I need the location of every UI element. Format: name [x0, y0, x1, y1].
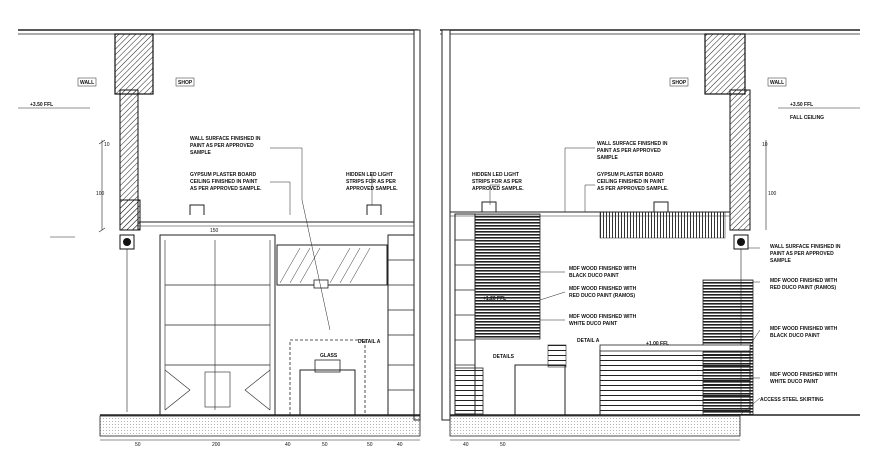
shop-tag-right: SHOP — [672, 80, 687, 86]
detail-a-tag-right: DETAIL A — [577, 338, 600, 344]
glass-panel — [276, 244, 388, 286]
note-right-5-l2: BLACK DUCO PAINT — [569, 273, 619, 279]
note-right-11-l1: ACCESS STEEL SKIRTING — [760, 397, 824, 403]
bottom-dim-2: 200 — [212, 442, 221, 448]
bottom-dim-6: 40 — [397, 442, 403, 448]
note-left-2-l3: AS PER APPROVED SAMPLE. — [190, 186, 262, 192]
shop-tag-left: SHOP — [178, 80, 193, 86]
note-right-2-l2: STRIPS FOR AS PER — [472, 179, 522, 185]
left-wall-right — [441, 29, 451, 421]
wall-tag-left: WALL — [80, 80, 94, 86]
note-left-1-l3: SAMPLE — [190, 150, 212, 156]
note-right-9-l1: MDF WOOD FINISHED WITH — [770, 326, 838, 332]
level-small-right: +1.20 FFL — [483, 296, 506, 302]
level-mark-right: +3.50 FFL — [790, 102, 813, 108]
note-right-2-l3: APPROVED SAMPLE. — [472, 186, 524, 192]
bottom-dim-3: 40 — [285, 442, 291, 448]
bottom-dim-1: 50 — [135, 442, 141, 448]
note-right-9-l2: BLACK DUCO PAINT — [770, 333, 820, 339]
left-section — [18, 29, 421, 441]
note-right-7-l1: MDF WOOD FINISHED WITH — [770, 278, 838, 284]
details-tag-right: DETAILS — [493, 354, 515, 360]
striped-panel-left — [474, 213, 541, 340]
note-right-3-l2: CEILING FINISHED IN PAINT — [597, 179, 664, 185]
note-left-2-l1: GYPSUM PLASTER BOARD — [190, 172, 257, 178]
column — [114, 33, 154, 95]
note-right-3-l1: GYPSUM PLASTER BOARD — [597, 172, 664, 178]
note-right-8-l1: MDF WOOD FINISHED WITH — [569, 314, 637, 320]
note-right-7-l2: RED DUCO PAINT (RAMOS) — [770, 285, 836, 291]
top-dim-left: 150 — [210, 228, 219, 234]
detail-tag-left: DETAIL A — [358, 339, 381, 345]
note-right-4-l2: PAINT AS PER APPROVED — [770, 251, 834, 257]
note-right-4-l3: SAMPLE — [770, 258, 792, 264]
bottom-dim-4: 50 — [322, 442, 328, 448]
note-right-2-l1: HIDDEN LED LIGHT — [472, 172, 519, 178]
note-left-1-l2: PAINT AS PER APPROVED — [190, 143, 254, 149]
right-section — [440, 29, 860, 441]
right-wall — [413, 29, 421, 421]
counter-level: +1.00 FFL — [646, 341, 669, 347]
note-right-10-l2: WHITE DUCO PAINT — [770, 379, 818, 385]
reception-counter — [599, 349, 751, 416]
note-right-10-l1: MDF WOOD FINISHED WITH — [770, 372, 838, 378]
bottom-dim-5: 50 — [367, 442, 373, 448]
side-dim-left-1: 10 — [104, 142, 110, 148]
side-dim-right-2: 100 — [768, 191, 777, 197]
note-left-3-l2: STRIPS FOR AS PER — [346, 179, 396, 185]
bottom-dim-right-1: 40 — [463, 442, 469, 448]
note-right-4-l1: WALL SURFACE FINISHED IN — [770, 244, 841, 250]
level-sub-right: FALL CEILING — [790, 115, 824, 121]
note-right-8-l2: WHITE DUCO PAINT — [569, 321, 617, 327]
level-mark-left: +3.50 FFL — [30, 102, 53, 108]
note-right-1-l1: WALL SURFACE FINISHED IN — [597, 141, 668, 147]
note-left-2-l2: CEILING FINISHED IN PAINT — [190, 179, 257, 185]
note-right-6-l2: RED DUCO PAINT (RAMOS) — [569, 293, 635, 299]
note-left-3-l3: APPROVED SAMPLE. — [346, 186, 398, 192]
bottom-dim-right-2: 50 — [500, 442, 506, 448]
side-dim-right-1: 10 — [762, 142, 768, 148]
note-right-1-l3: SAMPLE — [597, 155, 619, 161]
note-left-1-l1: WALL SURFACE FINISHED IN — [190, 136, 261, 142]
note-right-6-l1: MDF WOOD FINISHED WITH — [569, 286, 637, 292]
side-dim-left-2: 100 — [96, 191, 105, 197]
note-right-3-l3: AS PER APPROVED SAMPLE. — [597, 186, 669, 192]
note-right-5-l1: MDF WOOD FINISHED WITH — [569, 266, 637, 272]
note-left-3-l1: HIDDEN LED LIGHT — [346, 172, 393, 178]
wall-tag-right: WALL — [770, 80, 784, 86]
note-right-1-l2: PAINT AS PER APPROVED — [597, 148, 661, 154]
glass-tag: GLASS — [320, 353, 338, 359]
